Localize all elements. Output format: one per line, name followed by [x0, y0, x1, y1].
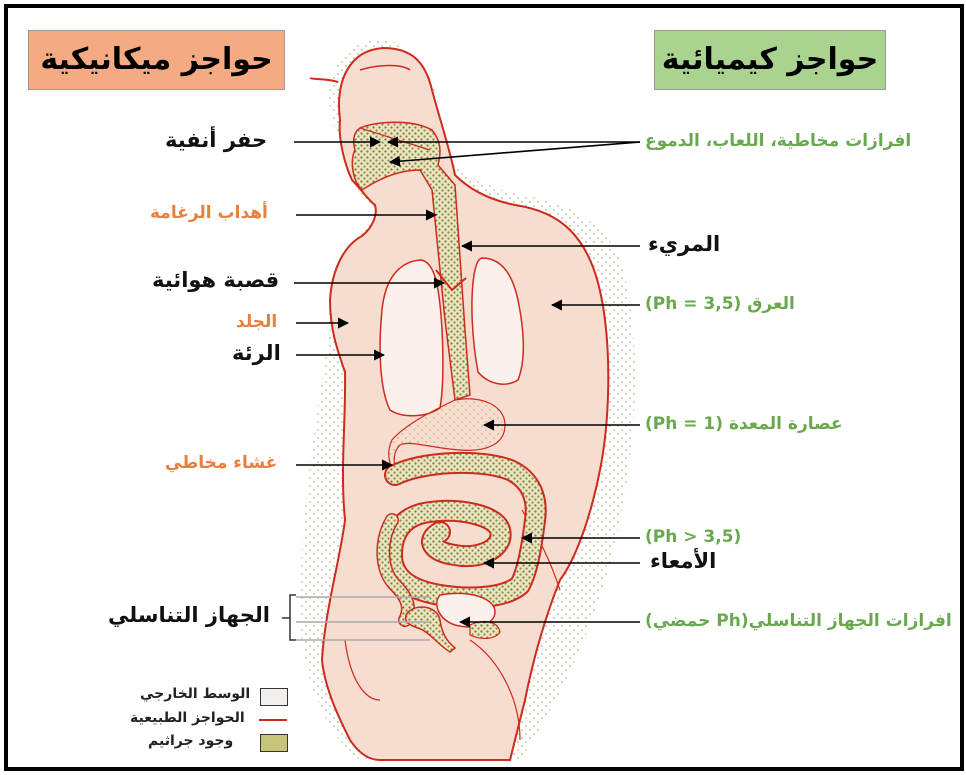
- label-cilia: أهداب الرغامة: [150, 203, 268, 223]
- legend-swatch-barriers: [259, 719, 287, 721]
- legend-environment: الوسط الخارجي: [140, 686, 250, 702]
- label-skin: الجلد: [236, 312, 277, 332]
- label-intestine: الأمعاء: [650, 549, 716, 573]
- legend-swatch-germs: [260, 734, 288, 752]
- label-genital-secretions: افرازات الجهاز التناسلي(Ph حمضي): [645, 611, 952, 631]
- label-mucosa: غشاء مخاطي: [165, 453, 277, 473]
- legend-germs: وجود جراثيم: [148, 733, 233, 749]
- label-lung: الرئة: [232, 341, 281, 365]
- mechanical-barriers-header: حواجز ميكانيكية: [28, 30, 285, 90]
- label-secretions: افرازات مخاطية، اللعاب، الدموع: [645, 131, 911, 151]
- label-stomach: عصارة المعدة (Ph = 1): [645, 414, 843, 434]
- label-esophagus: المريء: [648, 232, 720, 256]
- chemical-barriers-header: حواجز كيميائية: [654, 30, 886, 90]
- label-genital: الجهاز التناسلي: [108, 603, 270, 627]
- label-nasal: حفر أنفية: [165, 128, 267, 152]
- label-trachea: قصبة هوائية: [152, 268, 279, 292]
- label-sweat: العرق (Ph = 3,5): [645, 294, 795, 314]
- legend-barriers: الحواجز الطبيعية: [130, 710, 245, 726]
- label-intestine-ph: (Ph > 3,5): [645, 527, 741, 547]
- legend-swatch-environment: [260, 688, 288, 706]
